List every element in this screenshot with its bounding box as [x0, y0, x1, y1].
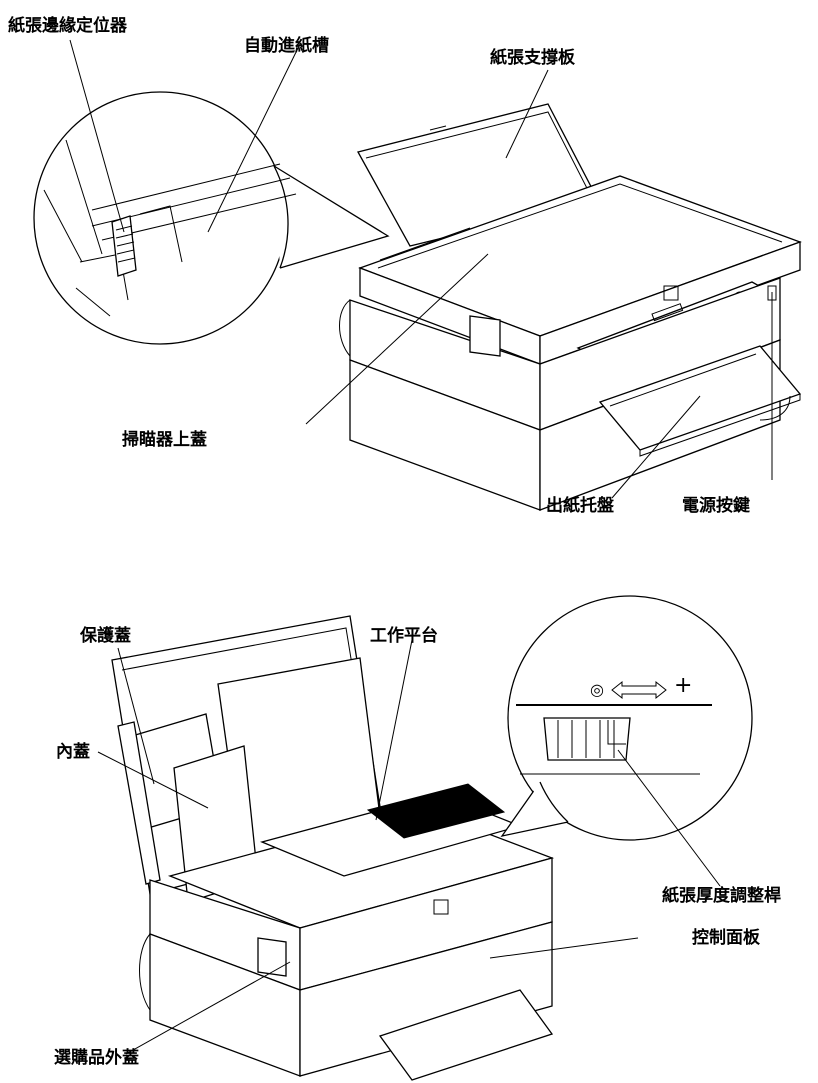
optional-cover-shape	[257, 937, 287, 977]
label-document-table: 工作平台	[370, 626, 438, 646]
label-optional-cover: 選購品外蓋	[54, 1048, 139, 1068]
leader-paper-support	[505, 69, 549, 159]
label-paper-support: 紙張支撐板	[490, 48, 575, 68]
leader-control-panel	[489, 937, 639, 959]
leader-scanner-cover	[305, 253, 489, 425]
leader-inner-cover	[97, 751, 209, 809]
bottom-printer-illustration	[97, 595, 753, 1081]
leader-auto-feeder	[207, 43, 301, 233]
label-scanner-cover: 掃瞄器上蓋	[122, 430, 207, 450]
double-arrow-icon	[611, 680, 667, 700]
leader-thickness-lever	[617, 749, 721, 887]
leader-output-tray	[611, 395, 701, 499]
label-auto-sheet-feeder: 自動進紙槽	[244, 36, 329, 56]
label-output-tray: 出紙托盤	[546, 496, 614, 516]
label-thickness-lever: 紙張厚度調整桿	[662, 886, 781, 906]
leader-protective-cover	[117, 647, 155, 785]
document-on-glass	[366, 783, 506, 839]
edge-guide-slider	[111, 215, 137, 277]
output-tray-bottom	[378, 989, 554, 1081]
leader-document-table	[375, 639, 413, 821]
leader-optional-cover	[125, 961, 291, 1055]
label-paper-edge-guide: 紙張邊緣定位器	[8, 16, 127, 36]
thickness-plus-symbol: +	[674, 673, 693, 698]
thickness-zero-symbol: ◎	[590, 680, 604, 699]
brand-logo-mark	[663, 285, 679, 301]
leader-edge-guide	[69, 39, 125, 233]
label-control-panel: 控制面板	[692, 928, 760, 948]
label-protective-cover: 保護蓋	[80, 626, 131, 646]
top-printer-illustration	[33, 39, 802, 511]
label-power-button: 電源按鍵	[682, 496, 750, 516]
thickness-lever-shape	[543, 717, 631, 761]
label-inner-cover: 內蓋	[56, 742, 90, 762]
